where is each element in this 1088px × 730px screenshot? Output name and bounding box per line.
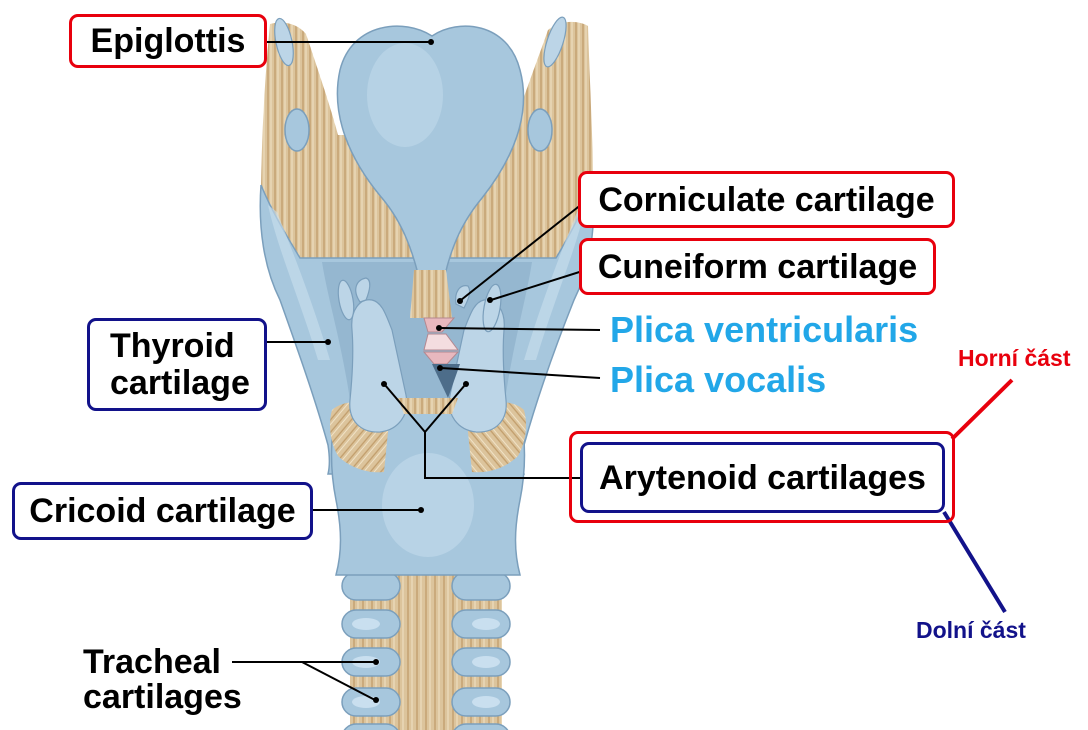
corniculate-label-box: Corniculate cartilage bbox=[578, 171, 955, 228]
arytenoid-leader-dot bbox=[381, 381, 387, 387]
corniculate-leader-dot bbox=[457, 298, 463, 304]
tracheal-label-line1: Tracheal bbox=[83, 645, 221, 679]
upper-part-label: Horní část bbox=[958, 347, 1070, 370]
arytenoid-leader-branch-right bbox=[425, 385, 465, 432]
upper-part-connector bbox=[952, 380, 1012, 439]
thyroid-label-box: Thyroid cartilage bbox=[87, 318, 267, 411]
corniculate-label: Corniculate cartilage bbox=[598, 183, 934, 217]
cricoid-leader-dot bbox=[418, 507, 424, 513]
lower-part-connector bbox=[944, 512, 1005, 612]
arytenoid-leader-dot bbox=[463, 381, 469, 387]
thyroid-label-line2: cartilage bbox=[110, 365, 250, 402]
arytenoid-label: Arytenoid cartilages bbox=[599, 461, 926, 495]
plica-ventricularis-leader bbox=[440, 328, 600, 330]
tracheal-leader-dot bbox=[373, 697, 379, 703]
plica-vocalis-leader bbox=[441, 368, 600, 378]
corniculate-leader bbox=[461, 196, 592, 300]
plica-ventricularis-leader-dot bbox=[436, 325, 442, 331]
lower-part-label: Dolní část bbox=[916, 619, 1026, 642]
tracheal-leader-dot bbox=[373, 659, 379, 665]
tracheal-leader-branch-lower bbox=[302, 662, 375, 700]
epiglottis-leader-dot bbox=[428, 39, 434, 45]
plica-vocalis-label: Plica vocalis bbox=[610, 362, 826, 398]
thyroid-leader-dot bbox=[325, 339, 331, 345]
epiglottis-label: Epiglottis bbox=[91, 24, 246, 58]
epiglottis-label-box: Epiglottis bbox=[69, 14, 267, 68]
thyroid-label-line1: Thyroid bbox=[110, 328, 235, 365]
arytenoid-label-box: Arytenoid cartilages bbox=[580, 442, 945, 513]
cuneiform-leader-dot bbox=[487, 297, 493, 303]
tracheal-label-line2: cartilages bbox=[83, 680, 242, 714]
cricoid-label: Cricoid cartilage bbox=[29, 494, 295, 528]
plica-ventricularis-label: Plica ventricularis bbox=[610, 312, 918, 348]
cricoid-label-box: Cricoid cartilage bbox=[12, 482, 313, 540]
cuneiform-label: Cuneiform cartilage bbox=[598, 250, 917, 284]
arytenoid-leader bbox=[425, 432, 592, 478]
plica-vocalis-leader-dot bbox=[437, 365, 443, 371]
cuneiform-leader bbox=[491, 268, 592, 300]
cuneiform-label-box: Cuneiform cartilage bbox=[579, 238, 936, 295]
arytenoid-leader-branch-left bbox=[385, 385, 425, 432]
